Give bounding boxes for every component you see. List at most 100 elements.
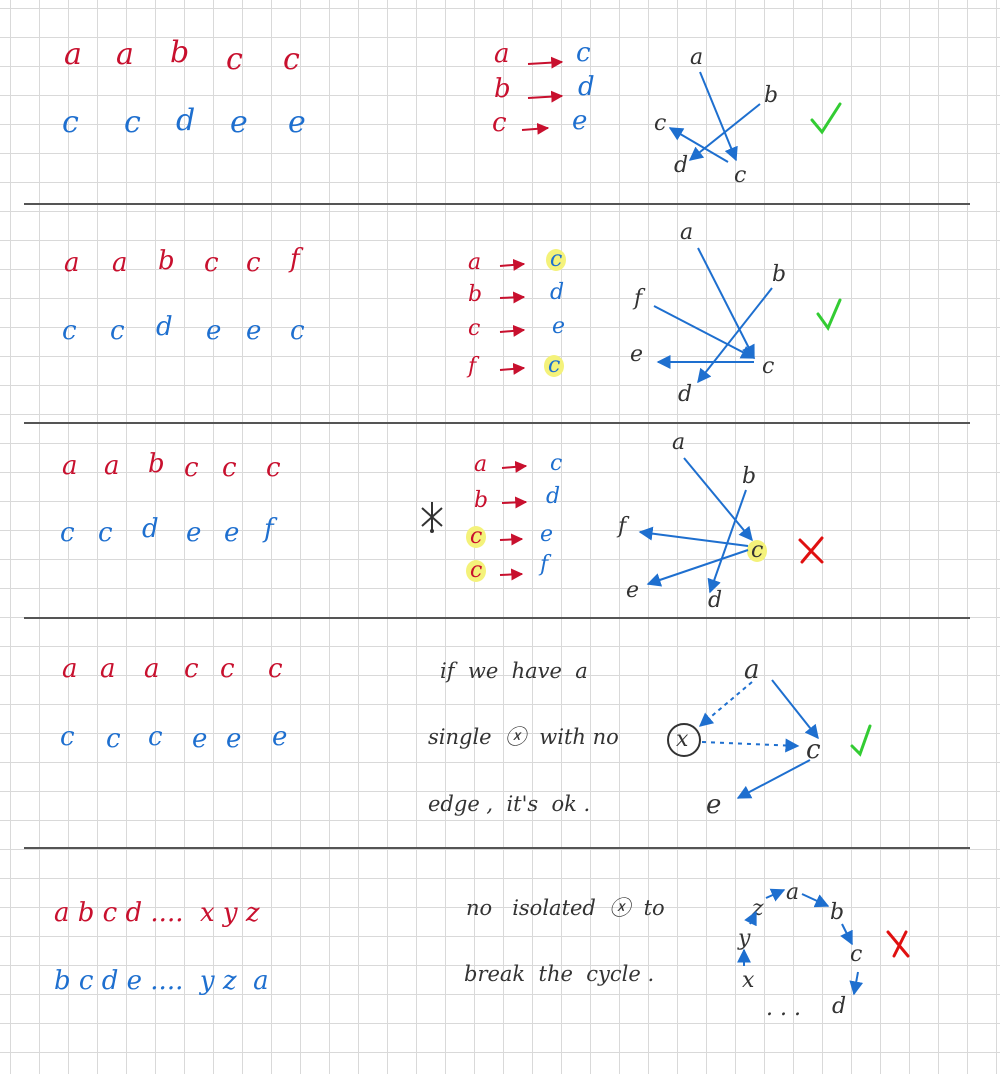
bottom-letter: e — [230, 105, 248, 140]
section-divider — [24, 617, 970, 619]
top-letter: c — [184, 453, 199, 483]
top-letter: a — [104, 451, 120, 481]
top-letter: b — [170, 35, 190, 70]
graph-node: c — [762, 354, 775, 379]
graph-node: f — [618, 514, 627, 539]
graph-node: c — [806, 735, 821, 765]
graph-node: a — [680, 220, 694, 245]
top-letter: c — [222, 453, 237, 483]
graph-edges-4 — [698, 679, 819, 799]
top-letter: c — [204, 248, 219, 278]
bottom-letter: c — [124, 105, 141, 140]
graph-edges-3 — [638, 457, 753, 594]
mapping-from: f — [468, 354, 477, 379]
graph-node: d — [674, 153, 689, 178]
mapping-to: f — [540, 552, 549, 577]
mapping-from: b — [474, 488, 489, 513]
note-line: no isolated ⓧ to — [466, 896, 665, 920]
graph-node: b — [772, 262, 787, 287]
mapping-from: a — [468, 250, 482, 275]
graph-node: y — [738, 926, 751, 951]
mapping-to: d — [550, 280, 565, 305]
graph-node: b — [764, 83, 779, 108]
mapping-to-highlighted: c — [546, 249, 567, 271]
mapping-to: d — [578, 72, 595, 102]
mapping-to: e — [552, 314, 566, 339]
graph-node: d — [678, 382, 693, 407]
mapping-arrows-2 — [499, 258, 526, 375]
bottom-letter: c — [290, 316, 305, 346]
graph-node: c — [654, 111, 667, 136]
graph-node: d — [708, 588, 723, 613]
bottom-letter: c — [60, 518, 75, 548]
verdict-strokes — [798, 102, 910, 958]
top-letter: c — [226, 42, 243, 77]
graph-node: b — [742, 464, 757, 489]
mapping-to: c — [550, 451, 563, 476]
top-letter: c — [220, 654, 235, 684]
top-letter: a — [64, 37, 82, 72]
note-line: edge , it's ok . — [428, 792, 591, 816]
bottom-letter: c — [62, 105, 79, 140]
graph-node: a — [786, 880, 800, 905]
note-line: break the cycle . — [464, 962, 655, 986]
bottom-letter: e — [272, 722, 288, 752]
mapping-from: a — [494, 39, 510, 69]
graph-edges-5 — [737, 888, 864, 996]
bottom-letter: d — [156, 312, 173, 342]
mapping-to-highlighted: c — [544, 355, 565, 377]
top-letter: c — [184, 654, 199, 684]
top-letter: a — [62, 451, 78, 481]
top-letter: c — [246, 248, 261, 278]
top-letter: a — [116, 37, 134, 72]
section-divider — [24, 847, 970, 849]
bottom-letter: d — [176, 103, 196, 138]
bottom-letter: e — [246, 316, 262, 346]
graph-node: a — [690, 45, 704, 70]
bottom-letter: e — [226, 724, 242, 754]
top-letter: a — [62, 654, 78, 684]
graph-node: b — [830, 900, 845, 925]
graph-node: e — [630, 342, 644, 367]
top-letter: c — [283, 42, 300, 77]
mapping-to: e — [540, 522, 554, 547]
bottom-letter: e — [224, 518, 240, 548]
graph-node: a — [744, 655, 760, 685]
mapping-from: b — [494, 74, 511, 104]
bottom-letter: e — [206, 316, 222, 346]
graph-node: c — [734, 163, 747, 188]
note-line: if we have a — [440, 659, 588, 683]
section-divider — [24, 203, 970, 205]
note-line: single ⓧ with no — [428, 725, 619, 749]
bottom-letter: e — [186, 518, 202, 548]
mapping-to: e — [572, 106, 588, 136]
graph-node: a — [672, 430, 686, 455]
mapping-arrows-3 — [499, 460, 528, 581]
graph-node: c — [850, 942, 863, 967]
graph-node: e — [626, 578, 640, 603]
graph-node-isolated: x — [676, 727, 689, 752]
mapping-from: b — [468, 282, 483, 307]
bottom-letter: d — [142, 514, 159, 544]
graph-node: d — [832, 994, 847, 1019]
mapping-from-highlighted: c — [466, 526, 487, 548]
graph-edges-1 — [668, 71, 761, 163]
cycle-ellipsis: . . . — [766, 996, 801, 1021]
graph-edges-2 — [653, 247, 773, 384]
top-letter: f — [290, 244, 300, 274]
graph-node: f — [634, 286, 643, 311]
top-letter: c — [268, 654, 283, 684]
mapping-from-highlighted: c — [466, 560, 487, 582]
bottom-letter: f — [264, 514, 274, 544]
mapping-arrows-1 — [521, 56, 564, 135]
top-letter: a — [112, 248, 128, 278]
bottom-letter: e — [288, 105, 306, 140]
graph-node: z — [752, 896, 764, 921]
top-letter: a — [144, 654, 160, 684]
mapping-to: c — [576, 38, 591, 68]
top-letter: a — [100, 654, 116, 684]
mapping-from: c — [468, 316, 481, 341]
isolated-node-circle — [667, 723, 701, 757]
bottom-letter: c — [148, 722, 163, 752]
